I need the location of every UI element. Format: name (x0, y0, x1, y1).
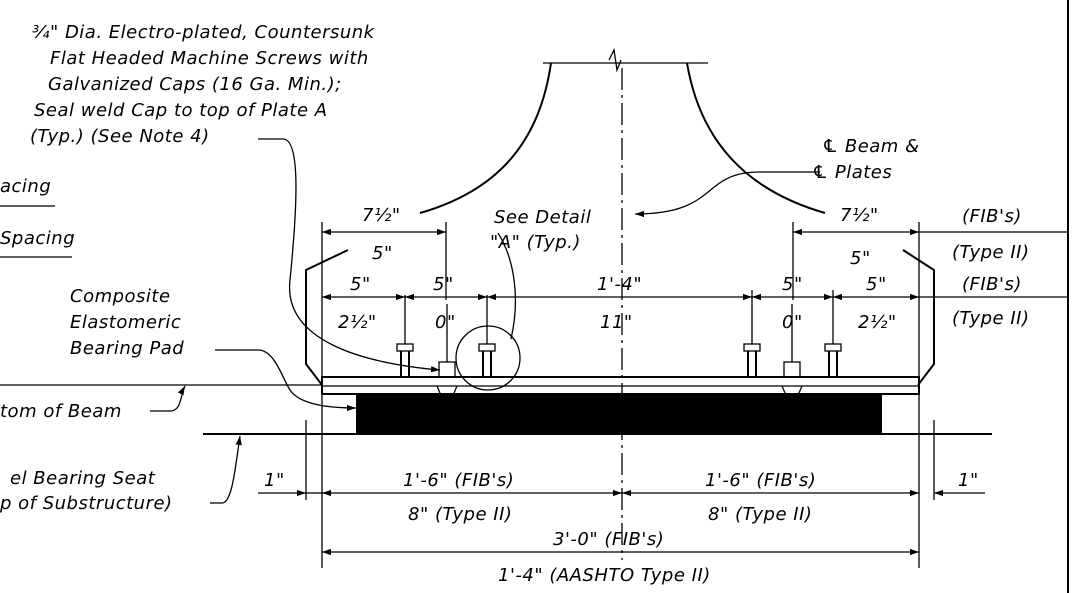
dim-b-5: 2½" (858, 312, 897, 333)
screw-note: ¾" Dia. Electro-plated, Countersunk Flat… (30, 22, 376, 147)
dim-half-right-fibs: 1'-6" (FIB's) (705, 470, 816, 491)
detail-a-circle (455, 325, 521, 391)
screw-note-line-2: Flat Headed Machine Screws with (50, 48, 369, 69)
dim-left-7-half: 7½" (362, 205, 401, 226)
screw-note-line-4: Seal weld Cap to top of Plate A (34, 100, 328, 121)
spacing-label-1: acing (0, 176, 51, 197)
dimension-lines (258, 228, 1068, 556)
dim-a-1: 5" (350, 274, 371, 295)
dim-a-3: 1'-4" (597, 274, 642, 295)
dim-row-b: 2½" 0" 11" 0" 2½" (338, 312, 897, 333)
pad-label-2: Elastomeric (70, 312, 181, 333)
screw-note-line-1: ¾" Dia. Electro-plated, Countersunk (32, 22, 376, 43)
screw-note-line-5: (Typ.) (See Note 4) (30, 126, 210, 147)
pad-label-3: Bearing Pad (70, 338, 184, 359)
pad-label-1: Composite (70, 286, 171, 307)
dim-one-inch-left: 1" (264, 470, 285, 491)
dim-right-7-half: 7½" (840, 205, 879, 226)
elastomeric-bearing-pad (356, 394, 882, 434)
see-detail-label-1: See Detail (494, 207, 591, 228)
screw-note-line-3: Galvanized Caps (16 Ga. Min.); (48, 74, 342, 95)
seat-label-1: el Bearing Seat (10, 468, 156, 489)
dim-half-left-type2: 8" (Type II) (408, 504, 512, 525)
dim-half-left-fibs: 1'-6" (FIB's) (403, 470, 514, 491)
dim-a-5: 5" (866, 274, 887, 295)
centerline-label-2: ℄ Plates (812, 162, 892, 183)
dim-overall-fibs: 3'-0" (FIB's) (553, 529, 664, 550)
dim-b-3: 11" (600, 312, 633, 333)
dim-overall-aashto: 1'-4" (AASHTO Type II) (498, 565, 711, 586)
dim-one-inch-right: 1" (958, 470, 979, 491)
dim-half-right-type2: 8" (Type II) (708, 504, 812, 525)
sole-plate (321, 376, 920, 395)
beam-web (419, 47, 826, 214)
centerline-label-1: ℄ Beam & (822, 136, 920, 157)
label-fibs-2: (FIB's) (962, 274, 1022, 295)
label-fibs-1: (FIB's) (962, 206, 1022, 227)
spacing-label-2: Spacing (0, 228, 75, 249)
dim-row-a: 5" 5" 1'-4" 5" 5" (350, 274, 887, 295)
see-detail-label-2: "A" (Typ.) (490, 232, 581, 253)
label-type2-2: (Type II) (952, 308, 1029, 329)
label-type2-1: (Type II) (952, 242, 1029, 263)
dim-b-2: 0" (435, 312, 456, 333)
dim-a-2: 5" (433, 274, 454, 295)
dim-b-1: 2½" (338, 312, 377, 333)
shear-studs (396, 343, 842, 377)
bottom-of-beam-label: tom of Beam (0, 401, 122, 422)
dim-b-4: 0" (782, 312, 803, 333)
dim-right-5-upper: 5" (850, 248, 871, 269)
extension-lines (305, 222, 935, 568)
dim-a-4: 5" (782, 274, 803, 295)
leader-lines (150, 138, 820, 504)
dim-left-5-upper: 5" (372, 243, 393, 264)
seat-label-2: p of Substructure) (0, 493, 173, 514)
